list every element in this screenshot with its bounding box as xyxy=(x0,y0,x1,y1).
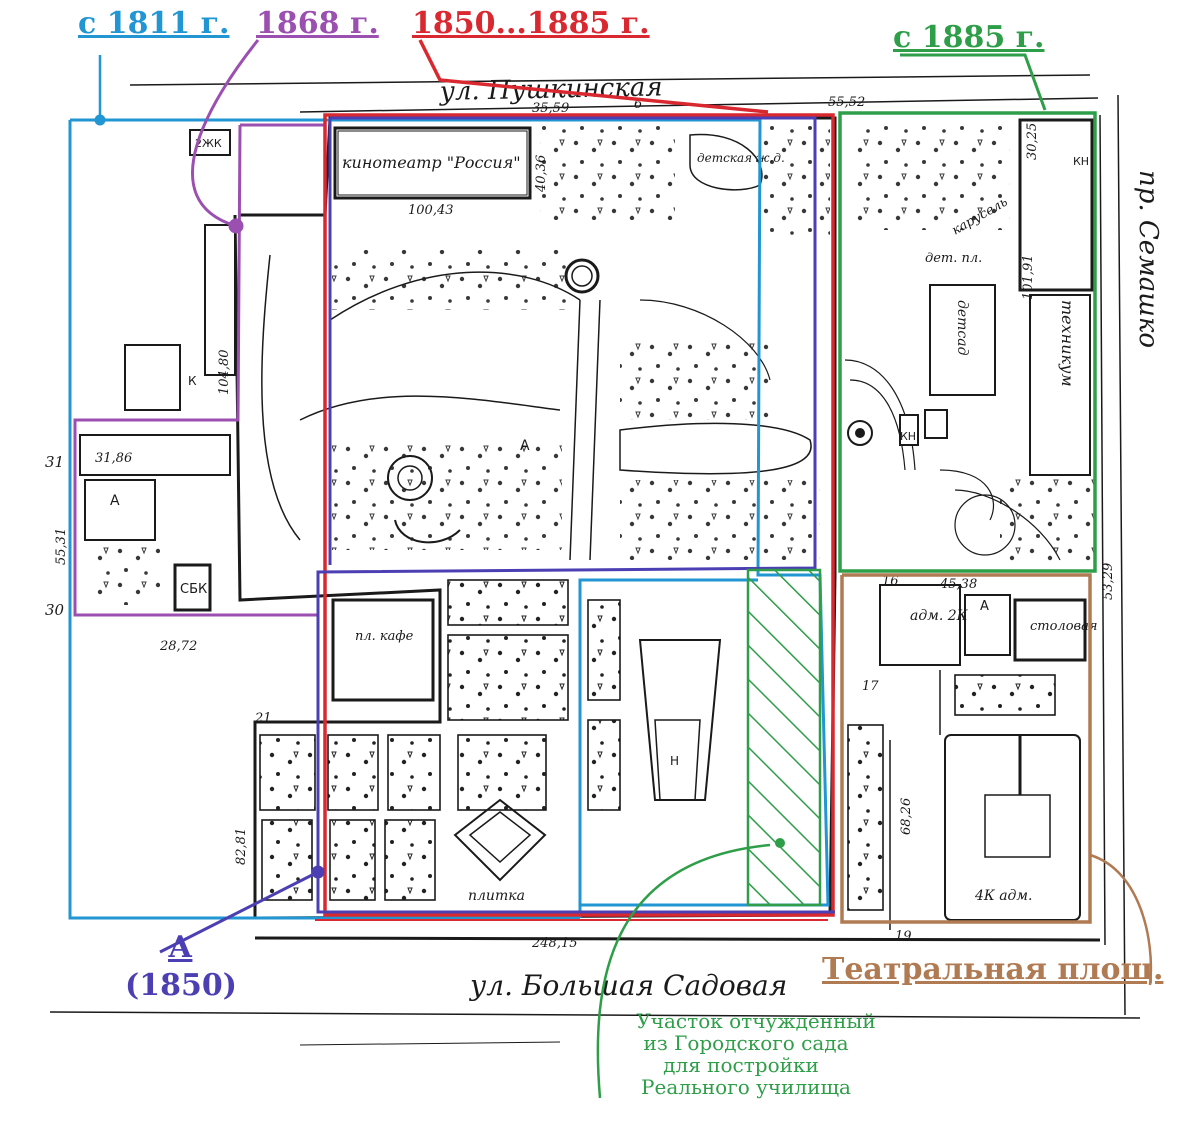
label-cafe: пл. кафе xyxy=(355,629,414,644)
label-children-railway: детская ж.д. xyxy=(697,151,785,165)
label-n: Н xyxy=(670,754,679,768)
plot-note-line-4: Реального училища xyxy=(641,1075,851,1099)
measure-5531: 55,31 xyxy=(54,528,69,565)
label-kn-1: КН xyxy=(1073,155,1089,168)
boundary-theatre-square xyxy=(840,573,1153,986)
measure-16: 16 xyxy=(882,574,899,589)
measure-10480: 104,80 xyxy=(217,350,232,396)
label-a-2: А xyxy=(520,438,530,454)
measure-24815: 248,15 xyxy=(531,936,578,951)
measure-6: 6 xyxy=(634,97,642,112)
measure-5329: 53,29 xyxy=(1101,563,1116,600)
legend-a: А xyxy=(168,930,193,965)
label-a-3: А xyxy=(980,599,989,614)
measure-19: 19 xyxy=(895,929,912,944)
measure-10043: 100,43 xyxy=(408,203,454,218)
street-edge-east-inner xyxy=(1099,114,1106,946)
boundary-1868 xyxy=(73,39,325,617)
measure-30: 30 xyxy=(45,601,65,619)
street-edge-north xyxy=(129,74,1091,86)
survey-measurements: 35,59 6 55,52 40,36 100,43 104,80 55,31 … xyxy=(45,95,1116,951)
measure-31: 31 xyxy=(45,453,64,471)
legend-a-year: (1850) xyxy=(125,968,237,1003)
street-edge-south-outer xyxy=(49,1011,1141,1019)
label-a-1: А xyxy=(110,493,120,509)
street-label-semashko: пр. Семашко xyxy=(1133,170,1163,348)
street-label-bolshaya-sadovaya: ул. Большая Садовая xyxy=(468,969,787,1002)
map-object-labels: кинотеатр "Россия" детская ж.д. карусель… xyxy=(110,137,1097,904)
base-map xyxy=(49,74,1141,1046)
measure-4036: 40,36 xyxy=(534,155,549,193)
legend-since-1811: с 1811 г. xyxy=(78,6,230,41)
cinema-building xyxy=(333,126,532,200)
measure-8281: 82,81 xyxy=(234,828,249,865)
legend-since-1885: с 1885 г. xyxy=(893,20,1045,55)
measure-3559: 35,59 xyxy=(532,101,569,116)
label-adm-4k: 4К адм. xyxy=(974,888,1032,904)
street-edge-south-far xyxy=(299,1041,561,1046)
measure-2872: 28,72 xyxy=(159,639,197,654)
label-playground: дет. пл. xyxy=(925,251,982,266)
plot-note-line-1: Участок отчужденный xyxy=(636,1009,876,1033)
label-technikum: техникум xyxy=(1058,300,1077,387)
measure-5552: 55,52 xyxy=(828,95,865,110)
legend-1850-1885: 1850...1885 г. xyxy=(412,6,650,41)
boundary-a-1850 xyxy=(159,116,835,954)
measure-3025: 30,25 xyxy=(1025,123,1040,160)
park-vegetation xyxy=(90,120,1095,605)
plot-note-line-2: из Городского сада xyxy=(643,1031,849,1055)
measure-3186: 31,86 xyxy=(95,451,132,466)
boundary-1850-1885 xyxy=(315,39,835,921)
measure-4538: 45,38 xyxy=(939,577,977,592)
street-edge-east xyxy=(1117,94,1126,1016)
legend-1868: 1868 г. xyxy=(256,6,379,41)
south-garden-blocks xyxy=(259,579,1056,911)
label-adm-2k: адм. 2К xyxy=(910,608,969,624)
street-edge-south xyxy=(254,936,1101,942)
measure-21: 21 xyxy=(254,711,272,726)
plot-note-line-3: для постройки xyxy=(663,1053,819,1077)
alienated-plot xyxy=(596,568,822,1099)
measure-6826: 68,26 xyxy=(899,798,914,835)
label-tile: плитка xyxy=(468,888,525,904)
label-kindergarten: детсад xyxy=(954,300,970,356)
label-cinema: кинотеатр "Россия" xyxy=(342,153,521,172)
label-sbk: СБК xyxy=(180,582,207,597)
measure-10191: 101,91 xyxy=(1021,255,1036,301)
legend-alienated-plot-note: Участок отчужденный из Городского сада д… xyxy=(606,1010,906,1098)
measure-17: 17 xyxy=(862,679,879,694)
label-k: К xyxy=(188,374,197,388)
legend-theatre-square: Театральная площ. xyxy=(822,952,1164,987)
label-zhk: 2ЖК xyxy=(195,137,222,150)
boundary-since-1885 xyxy=(838,53,1097,573)
label-canteen: столовая xyxy=(1030,619,1097,634)
label-kn-2: КН xyxy=(900,430,916,443)
